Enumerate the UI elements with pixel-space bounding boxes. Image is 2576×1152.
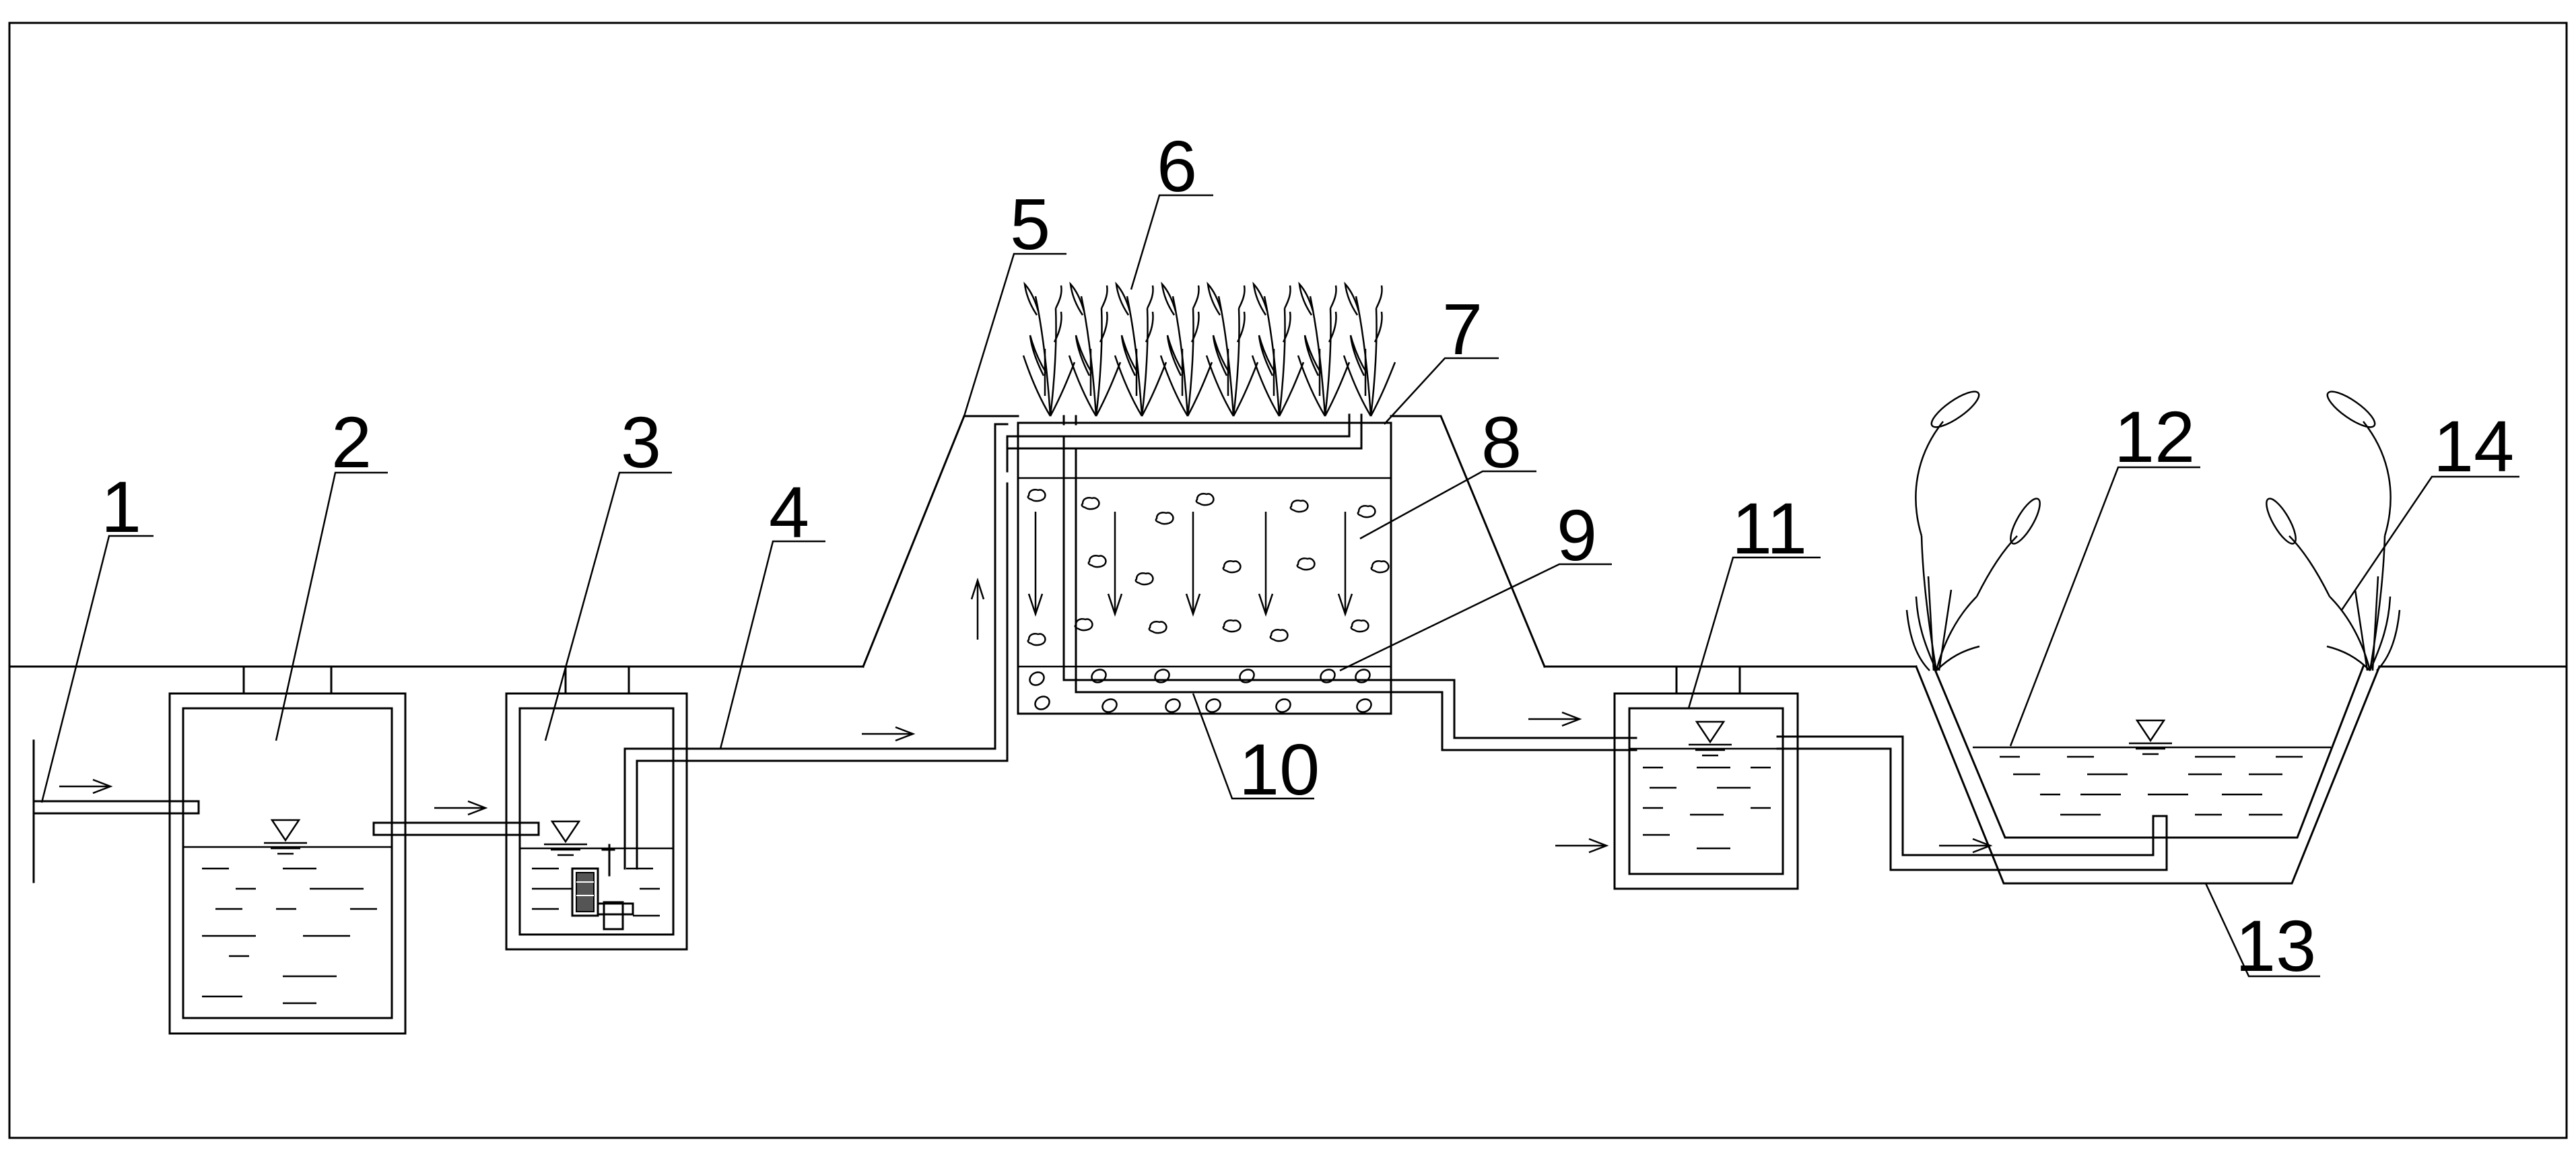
flow-arrow (1027, 510, 1992, 854)
callout-4: 4 (769, 471, 809, 553)
transfer-pipe (372, 800, 540, 836)
inlet-pipe (32, 739, 200, 883)
callout-3: 3 (621, 401, 661, 483)
callout-10: 10 (1239, 729, 1320, 810)
callout-labels: 1 2 3 4 5 6 7 8 9 10 11 12 13 14 (101, 125, 2514, 986)
pressure-pipe (623, 470, 1009, 870)
callout-14: 14 (2433, 405, 2514, 487)
diagram-frame (8, 22, 2568, 1139)
callout-leaders (40, 194, 2519, 978)
callout-2: 2 (331, 401, 372, 483)
callout-6: 6 (1157, 125, 1197, 207)
collection-tank (1613, 665, 1799, 890)
vertical-flow-wetland (862, 413, 1637, 751)
pump-well (505, 665, 688, 951)
callout-5: 5 (1010, 183, 1050, 265)
septic-tank (168, 665, 407, 1035)
reed-plant-icon (1022, 283, 1396, 417)
callout-7: 7 (1442, 288, 1483, 370)
outlet-pipe (1776, 735, 2168, 871)
callout-11: 11 (1732, 487, 1807, 569)
callout-13: 13 (2235, 905, 2316, 986)
callout-8: 8 (1481, 401, 1522, 483)
callout-12: 12 (2114, 396, 2195, 477)
callout-1: 1 (101, 466, 141, 547)
submersible-pump-icon (571, 844, 634, 930)
surface-flow-wetland (1915, 665, 2381, 885)
callout-9: 9 (1557, 494, 1597, 576)
